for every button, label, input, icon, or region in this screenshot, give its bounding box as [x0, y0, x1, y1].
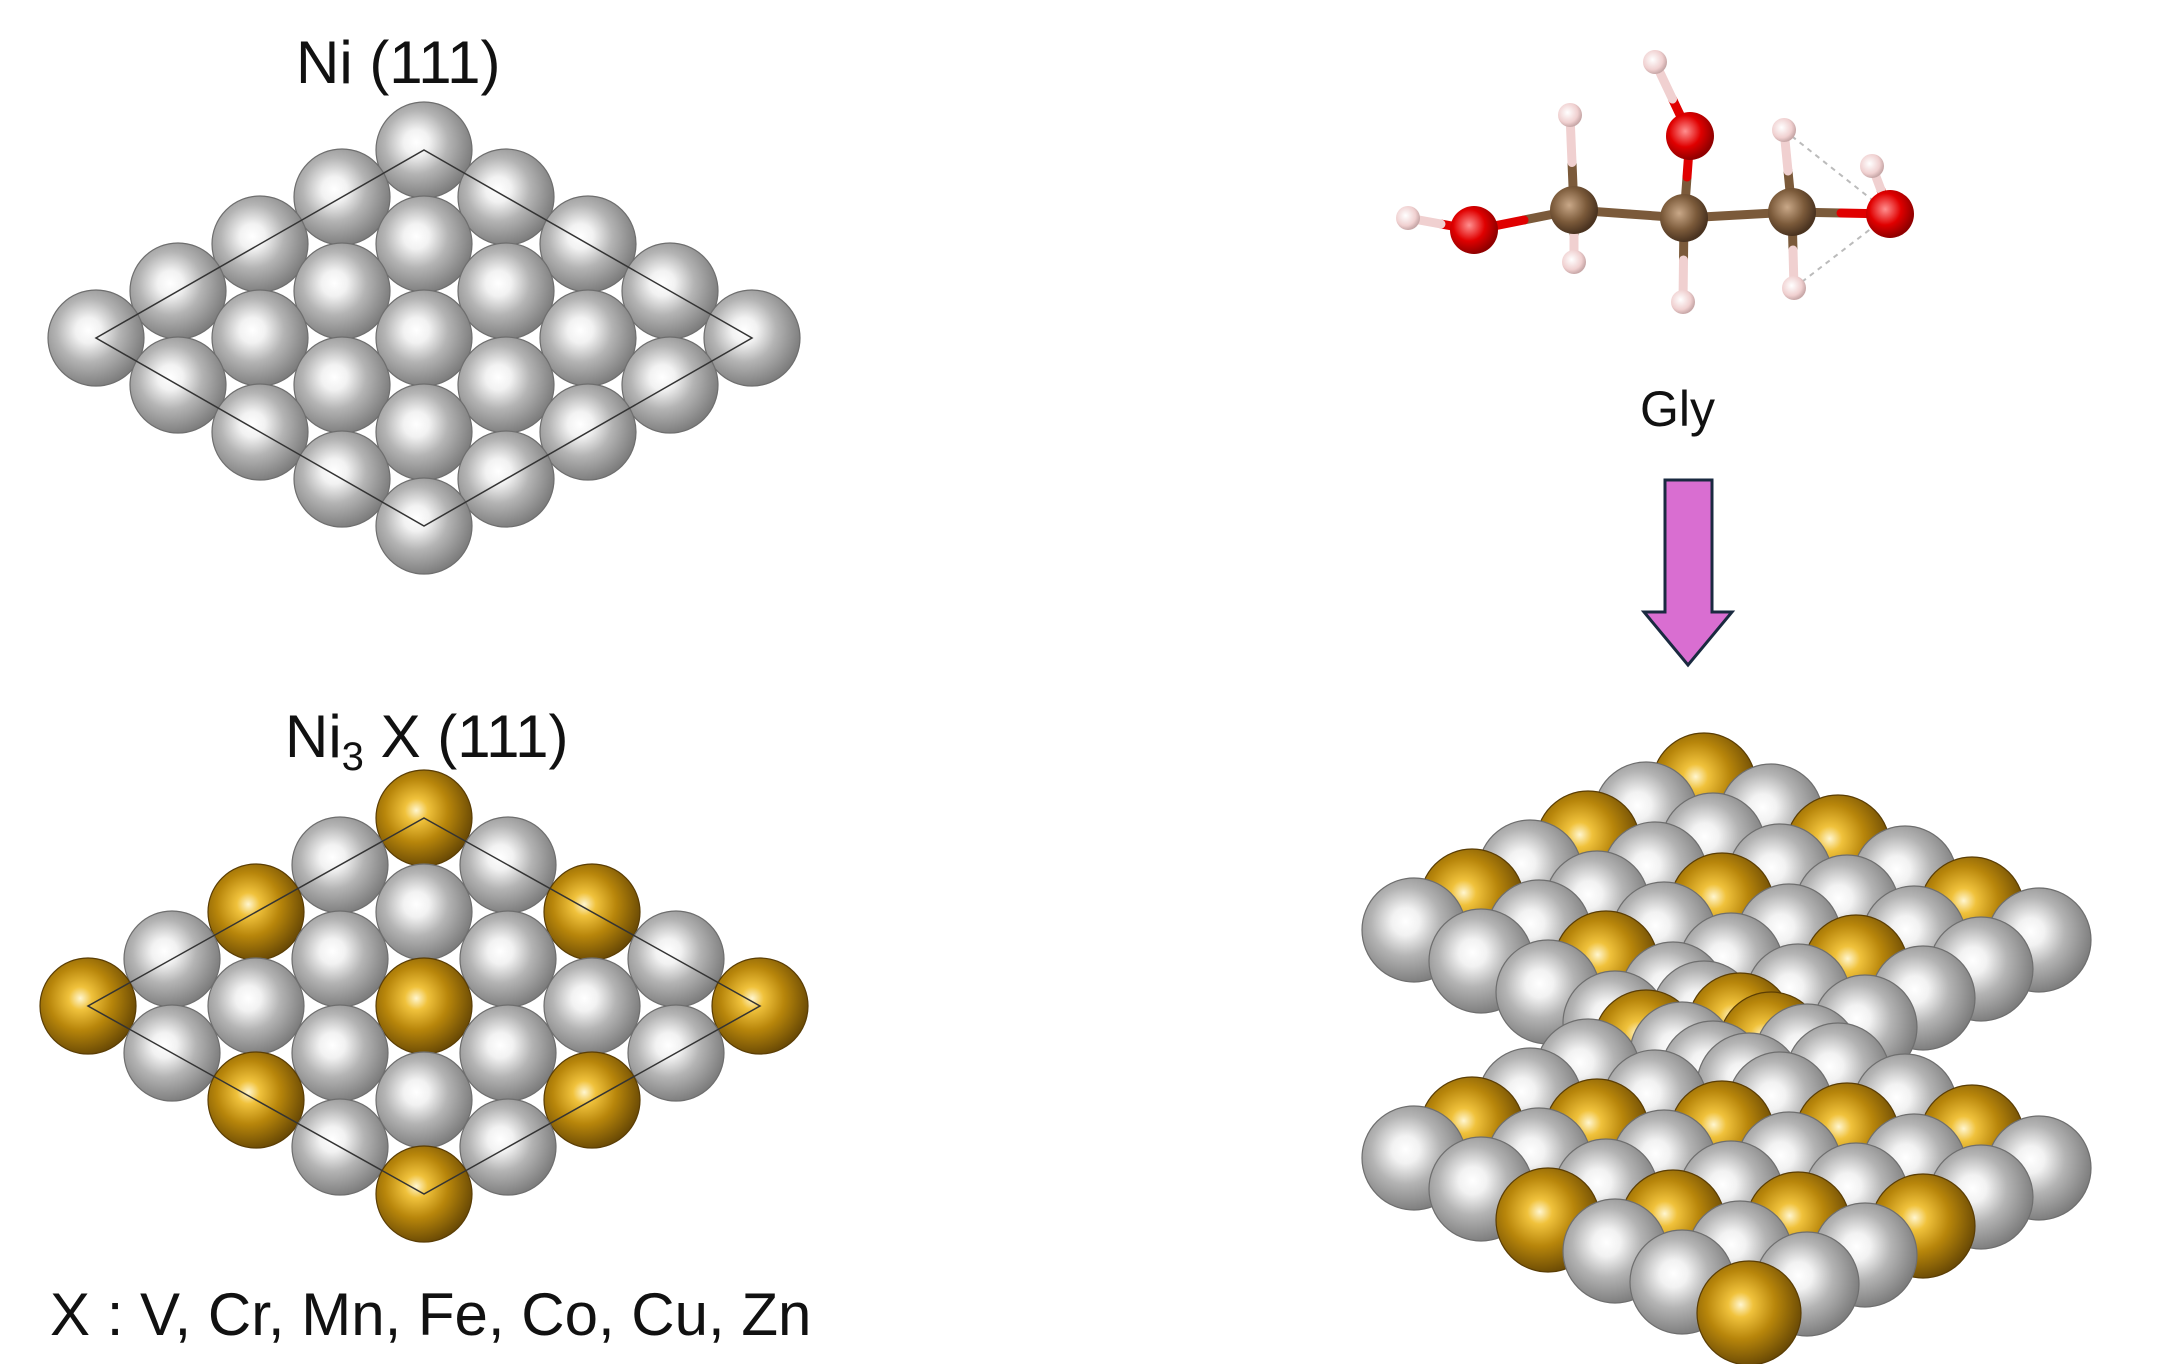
unit-cell-outline — [86, 817, 762, 1195]
hydrogen-atom — [1782, 276, 1806, 300]
unit-cell-outline — [94, 149, 754, 527]
down-arrow-icon — [1640, 478, 1736, 668]
carbon-atom — [1660, 194, 1708, 242]
ni3x-111-title: Ni3 X (111) — [285, 702, 568, 780]
ni-atom — [457, 336, 555, 434]
hydrogen-atom — [1860, 154, 1884, 178]
molecule-label: Gly — [1640, 381, 1715, 437]
ni-atom — [207, 957, 305, 1055]
hydrogen-atom — [1643, 50, 1667, 74]
hydrogen-atom — [1562, 250, 1586, 274]
ni-111-title: Ni (111) — [296, 29, 501, 96]
glycerol-molecule — [1396, 50, 1914, 314]
ni3x-title-suffix: X (111) — [363, 703, 569, 770]
ni3x-slab-perspective — [1361, 732, 2092, 1364]
ni3x-title-element: Ni — [285, 703, 342, 770]
oxygen-atom — [1450, 206, 1498, 254]
oxygen-atom — [1866, 190, 1914, 238]
hydrogen-atom — [1396, 206, 1420, 230]
carbon-atom — [1768, 188, 1816, 236]
hydrogen-atom — [1772, 118, 1796, 142]
ni-atom — [293, 242, 391, 340]
carbon-atom — [1550, 186, 1598, 234]
ni-atom — [375, 1051, 473, 1149]
x-atom — [375, 957, 473, 1055]
ni3x-111-slab — [39, 769, 809, 1243]
ni-atom — [211, 289, 309, 387]
ni-atom — [457, 242, 555, 340]
ni-atom — [543, 957, 641, 1055]
ni-atom — [293, 336, 391, 434]
hydrogen-atom — [1558, 103, 1582, 127]
ni-atom — [539, 289, 637, 387]
ni-atom — [375, 289, 473, 387]
x-atom — [1696, 1260, 1802, 1364]
ni-atom — [291, 910, 389, 1008]
dopant-list: X : V, Cr, Mn, Fe, Co, Cu, Zn — [50, 1281, 812, 1348]
ni-atom — [375, 383, 473, 481]
ni-atom — [459, 910, 557, 1008]
hydrogen-atom — [1671, 290, 1695, 314]
ni-atom — [375, 863, 473, 961]
ni3x-title-subscript: 3 — [341, 735, 364, 779]
ni-atom — [459, 1004, 557, 1102]
ni-atom — [291, 1004, 389, 1102]
oxygen-atom — [1666, 112, 1714, 160]
ni-atom — [375, 195, 473, 293]
ni-111-slab — [47, 101, 801, 575]
